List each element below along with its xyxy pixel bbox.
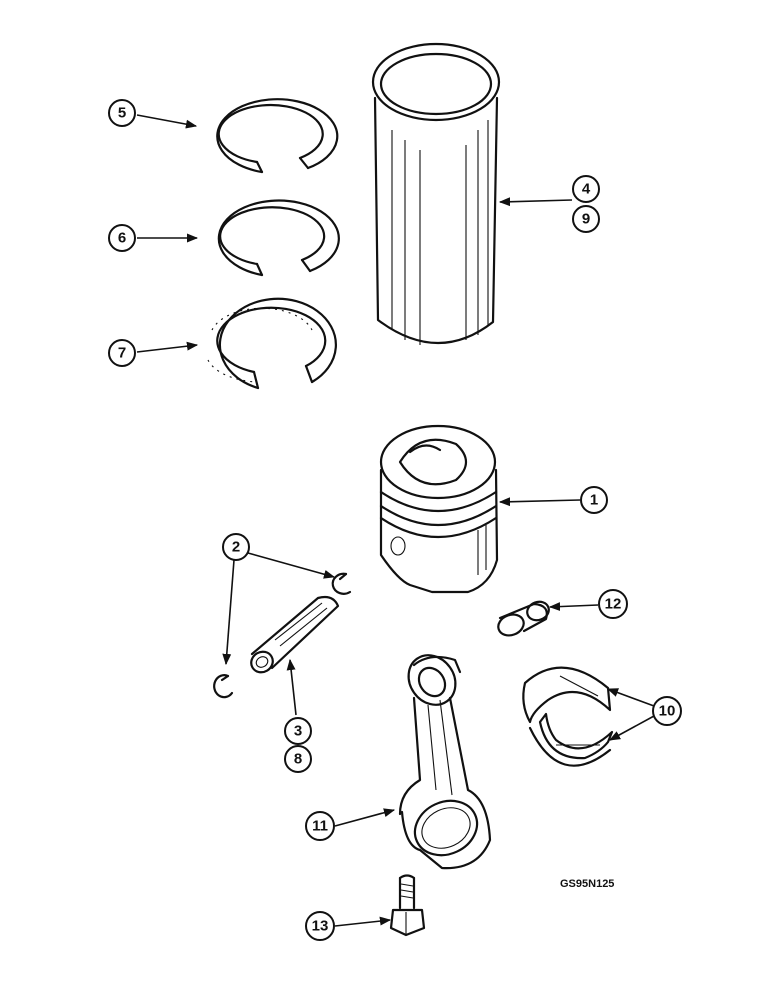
piston-pin [250, 595, 340, 674]
snap-ring-upper [331, 572, 352, 595]
callout-12: 12 [598, 589, 628, 619]
connecting-rod [398, 654, 492, 870]
callout-11: 11 [305, 811, 335, 841]
bearing-shell-lower [528, 712, 614, 767]
callout-label: 4 [582, 181, 591, 198]
callout-label: 11 [312, 818, 328, 835]
snap-ring-lower [213, 674, 234, 699]
callout-8: 8 [284, 745, 312, 773]
callout-10: 10 [652, 696, 682, 726]
callout-label: 12 [605, 596, 622, 613]
callout-9: 9 [572, 205, 600, 233]
callout-label: 5 [118, 105, 126, 122]
callout-label: 7 [118, 345, 126, 362]
rod-bolt [389, 874, 426, 937]
piston-ring-oil-control [207, 297, 337, 390]
piston-ring-top [216, 98, 339, 174]
pin-bushing [497, 600, 550, 637]
piston-ring-second [217, 199, 340, 277]
callout-2: 2 [222, 533, 250, 561]
cylinder-sleeve [371, 42, 501, 345]
callout-label: 9 [582, 211, 590, 228]
piston [379, 424, 499, 594]
leader-lines [136, 114, 655, 927]
callout-label: 1 [590, 492, 598, 509]
callout-label: 3 [294, 723, 302, 740]
callout-7: 7 [108, 339, 136, 367]
callout-label: 6 [118, 230, 126, 247]
callout-label: 13 [312, 918, 329, 935]
callout-label: 2 [232, 539, 240, 556]
callout-13: 13 [305, 911, 335, 941]
callout-label: 8 [294, 751, 302, 768]
callout-1: 1 [580, 486, 608, 514]
callout-label: 10 [659, 703, 676, 720]
bearing-shell-upper [522, 666, 612, 724]
drawing-code: GS95N125 [560, 878, 614, 890]
callout-5: 5 [108, 99, 136, 127]
callout-3: 3 [284, 717, 312, 745]
callout-4: 4 [572, 175, 600, 203]
callout-6: 6 [108, 224, 136, 252]
